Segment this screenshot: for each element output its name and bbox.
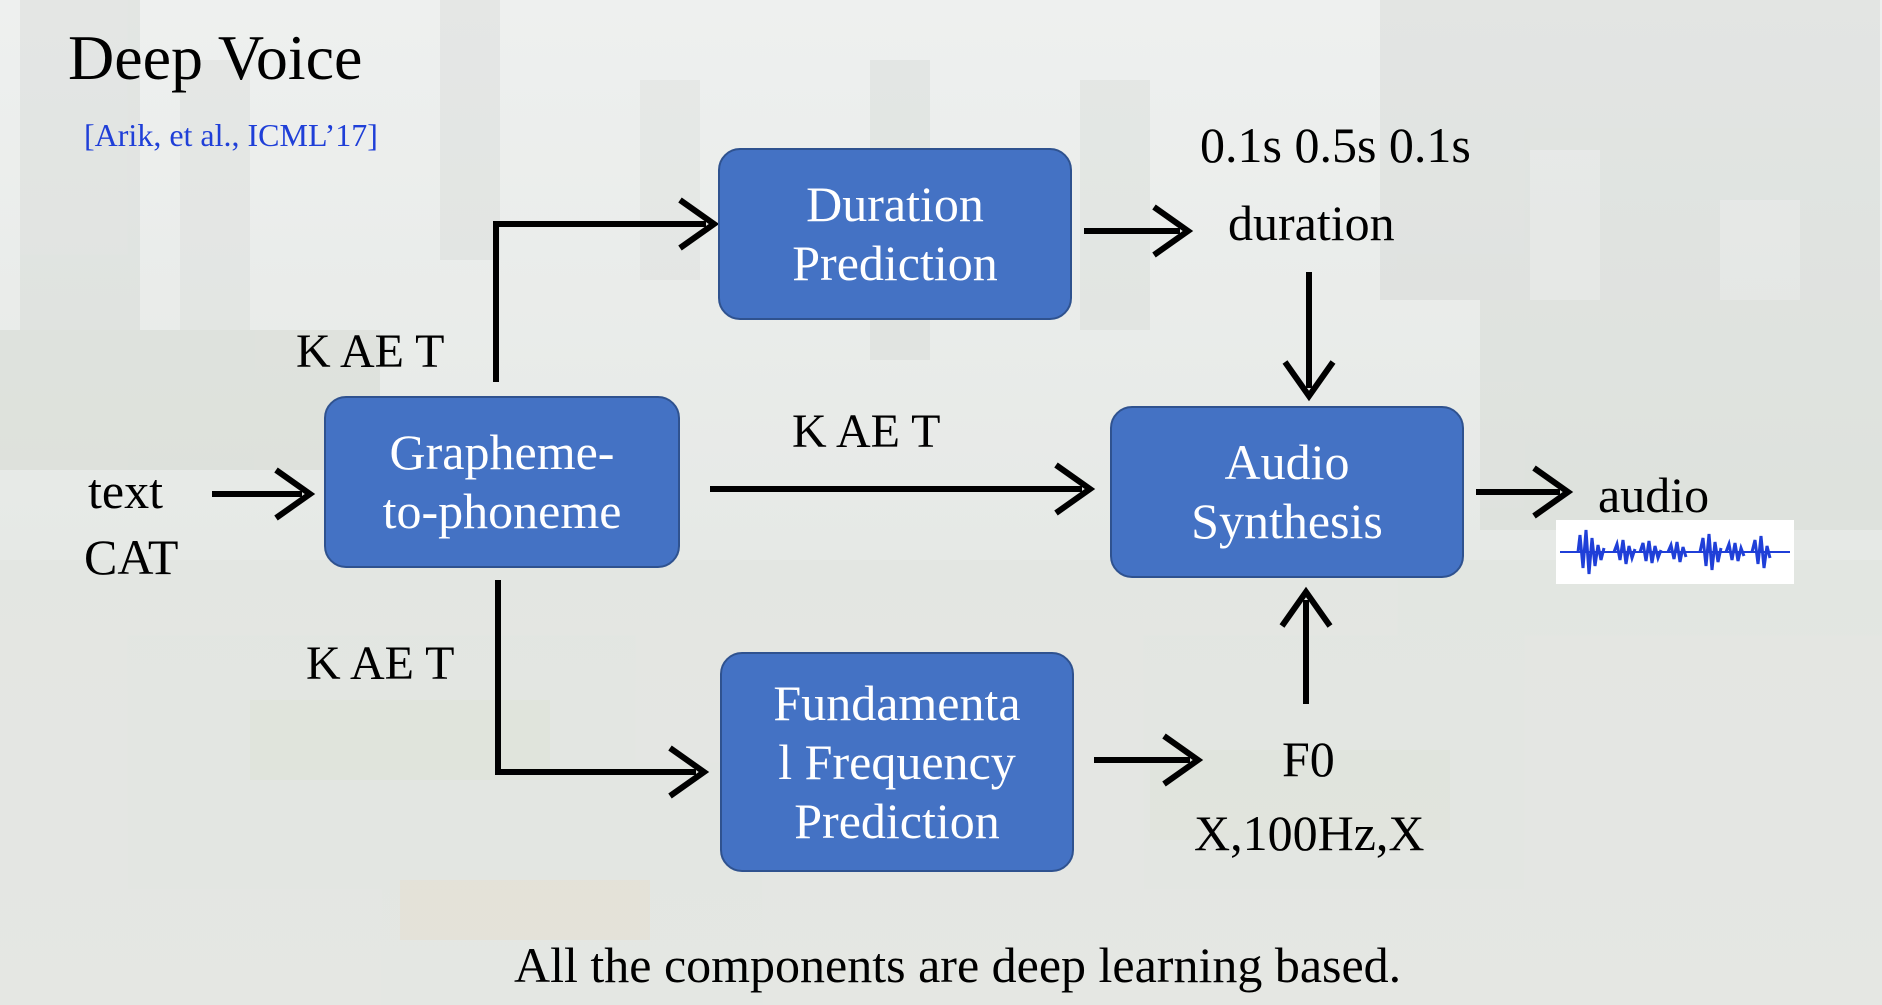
arrow-g2p-to-duration [493, 197, 720, 382]
audio-output-label: audio [1598, 467, 1710, 523]
duration-prediction-box: Duration Prediction [718, 148, 1072, 320]
arrow-g2p-to-synthesis [710, 462, 1096, 516]
arrow-duration-to-output [1084, 204, 1194, 258]
slide-title: Deep Voice [68, 22, 363, 93]
g2p-line1: Grapheme- [389, 424, 615, 480]
duration-label: duration [1228, 195, 1395, 251]
arrow-synthesis-to-audio [1476, 465, 1574, 519]
input-text-label: text [88, 463, 163, 519]
duration-box-line2: Prediction [792, 235, 998, 291]
phoneme-label-middle: K AE T [792, 405, 941, 458]
grapheme-to-phoneme-box: Grapheme- to-phoneme [324, 396, 680, 568]
phoneme-label-bottom: K AE T [306, 637, 455, 690]
audio-synthesis-box: Audio Synthesis [1110, 406, 1464, 578]
arrow-g2p-to-f0 [495, 580, 710, 799]
synthesis-line2: Synthesis [1191, 493, 1383, 549]
arrow-input-to-g2p [212, 467, 316, 521]
arrow-duration-down-to-synthesis [1282, 272, 1336, 402]
f0-label: F0 [1282, 731, 1335, 787]
duration-box-line1: Duration [806, 176, 984, 232]
f0-values: X,100Hz,X [1194, 805, 1425, 861]
fundamental-frequency-prediction-box: Fundamenta l Frequency Prediction [720, 652, 1074, 872]
slide-footer: All the components are deep learning bas… [514, 937, 1402, 993]
f0-box-line2: l Frequency [778, 733, 1016, 790]
duration-values: 0.1s 0.5s 0.1s [1200, 117, 1471, 173]
phoneme-label-top: K AE T [296, 325, 445, 378]
f0-box-line3: Prediction [794, 792, 1000, 849]
waveform-icon [1556, 520, 1794, 584]
input-text-value: CAT [84, 529, 179, 585]
g2p-line2: to-phoneme [382, 483, 622, 539]
citation: [Arik, et al., ICML’17] [84, 117, 378, 153]
arrow-f0-up-to-synthesis [1279, 586, 1333, 704]
arrow-f0-to-output [1094, 733, 1204, 787]
f0-box-line1: Fundamenta [773, 674, 1021, 731]
synthesis-line1: Audio [1224, 434, 1350, 490]
